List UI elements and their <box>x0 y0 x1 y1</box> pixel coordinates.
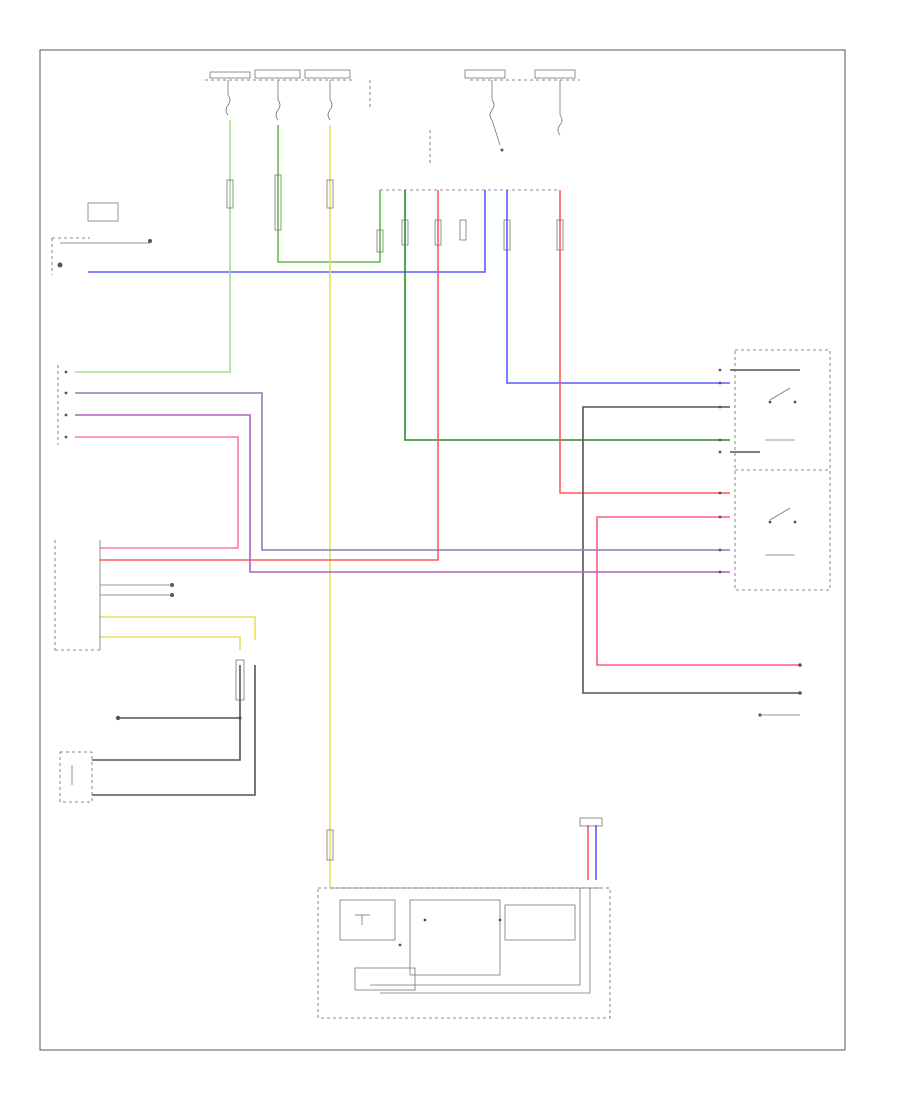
fuse-block <box>205 69 580 255</box>
ground-right <box>758 663 802 717</box>
wire-black-sensor <box>92 665 241 761</box>
wire-violet-ecm <box>75 414 730 573</box>
combination-meter <box>317 817 611 1019</box>
connector-marks <box>226 174 564 861</box>
relay-terminals <box>718 368 722 574</box>
wire-green-fuse <box>277 125 381 263</box>
wire-purple-blue-ecm <box>75 392 730 551</box>
wire-pink-ecm <box>75 436 239 549</box>
wire-pink-ground-right <box>596 516 800 666</box>
wire-light-green-fuse <box>75 120 231 373</box>
relay-holder <box>734 349 831 591</box>
engine-coolant-temp-sensor <box>59 659 245 803</box>
ecm <box>54 540 174 651</box>
ground-left <box>51 202 152 275</box>
wire-dark-green-relay <box>404 190 730 441</box>
wire-yellow-sensor <box>100 616 256 640</box>
ecm-connector-top <box>57 365 68 445</box>
wire-red-ecm <box>100 190 439 561</box>
wire-blue-ground <box>88 190 486 273</box>
wire-red-relay <box>559 190 730 494</box>
diagram-frame <box>39 49 846 1051</box>
wire-blue-relay <box>506 190 730 384</box>
